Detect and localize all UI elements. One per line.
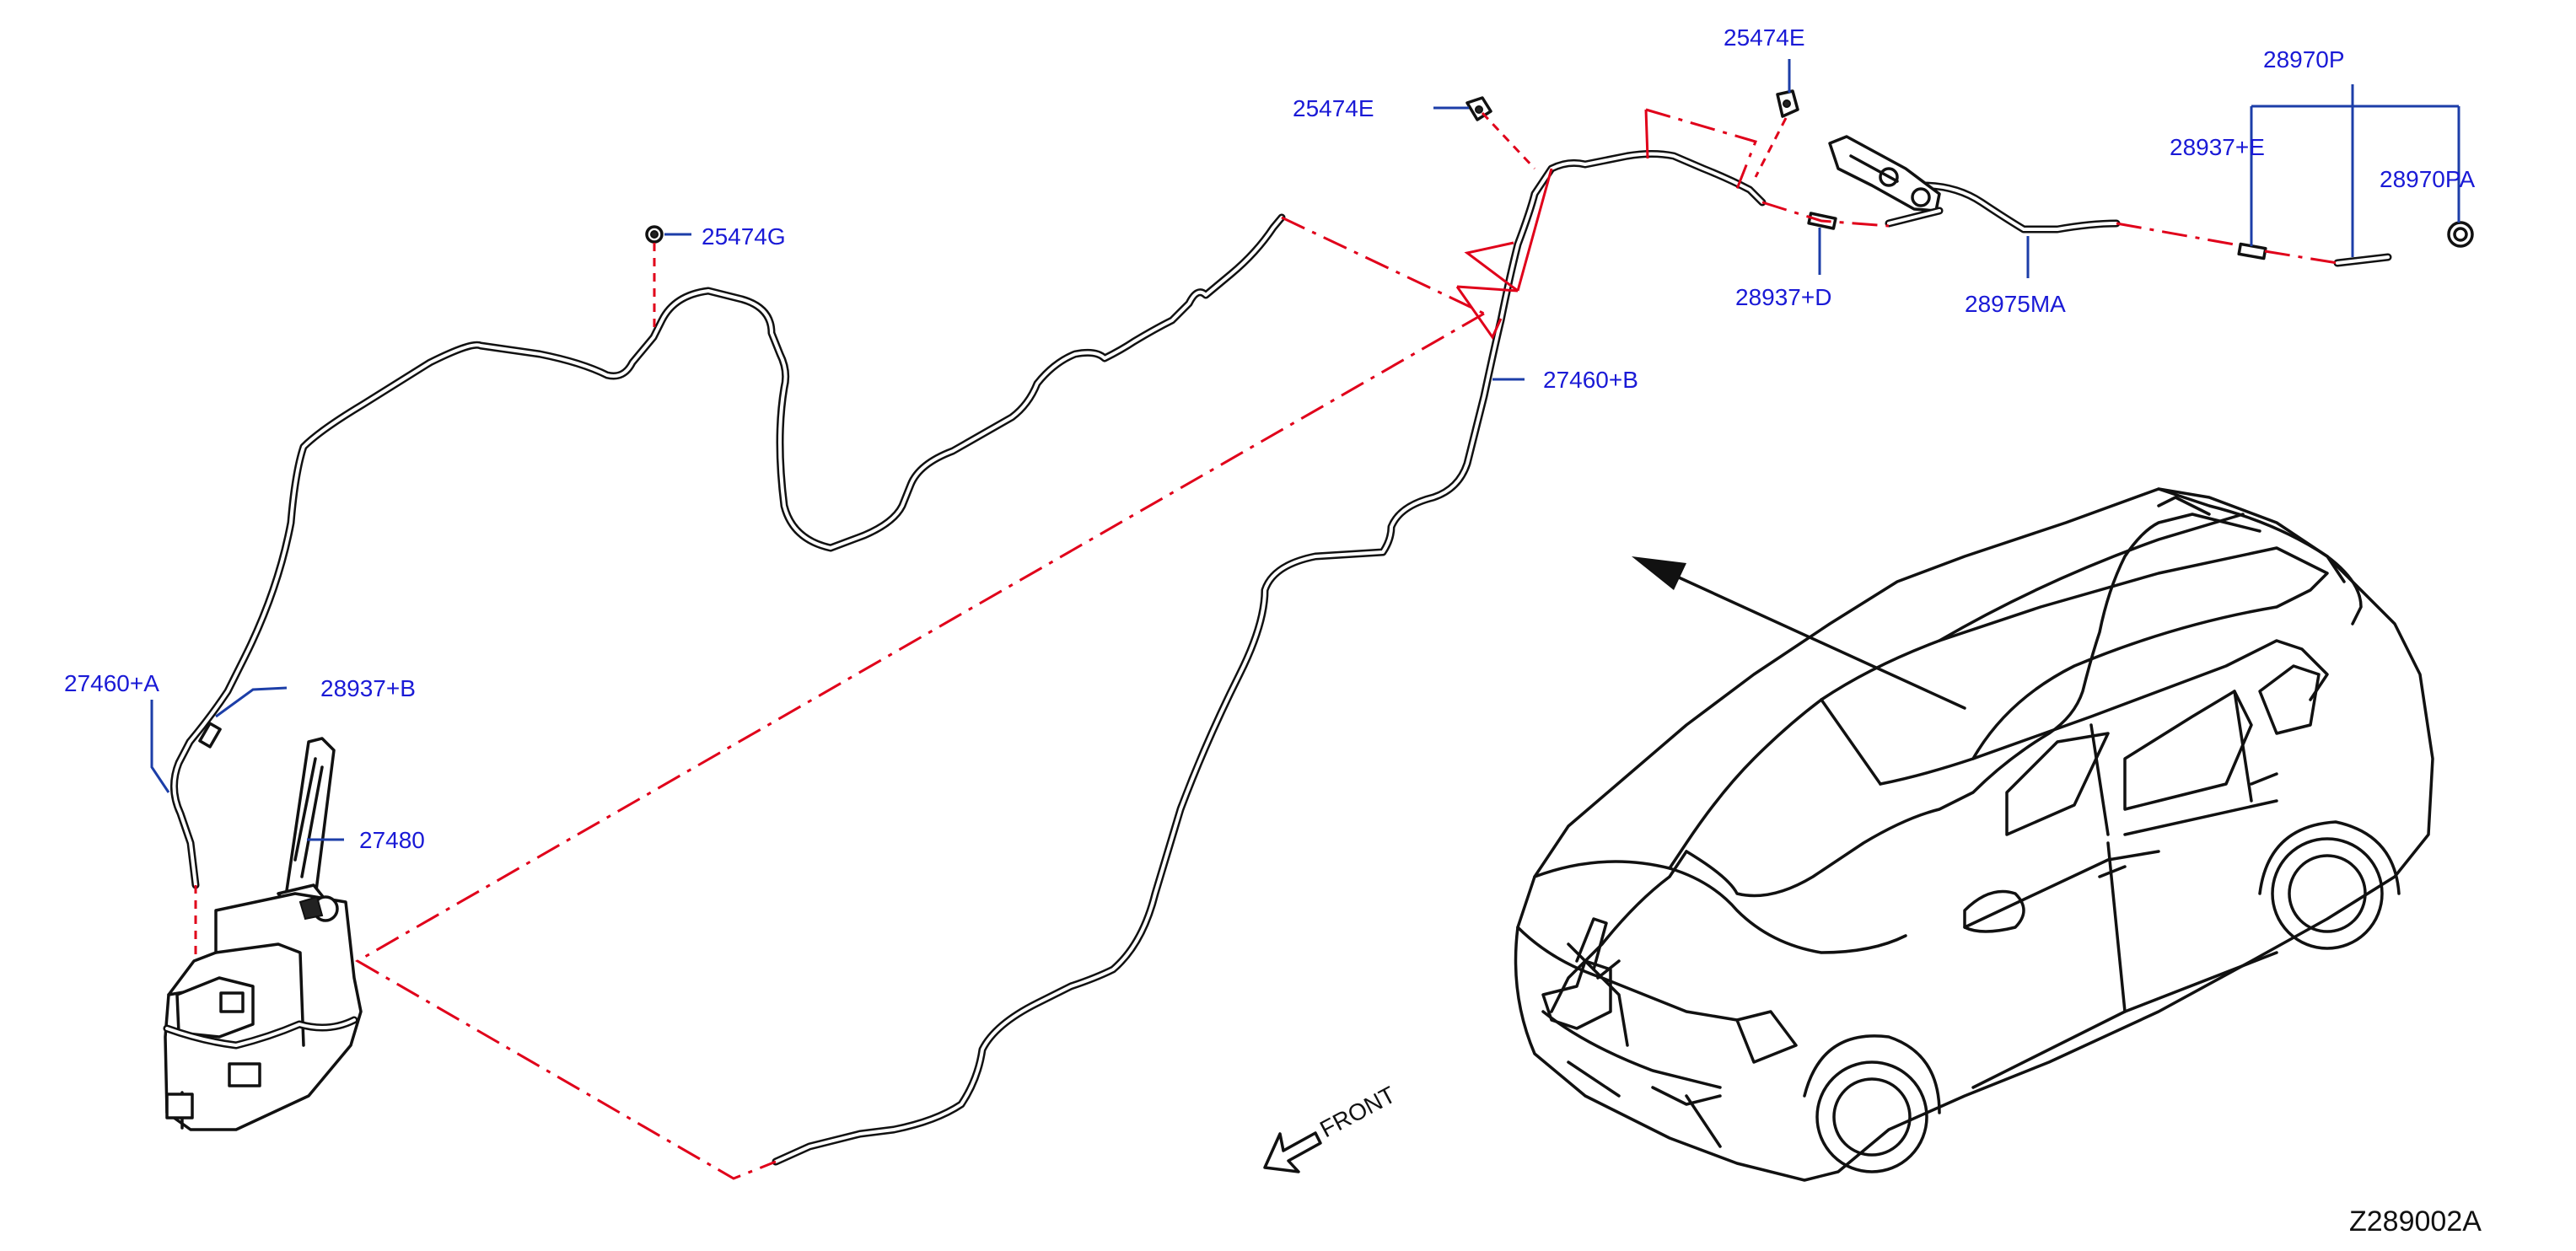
hose-27460-a[interactable]	[170, 213, 1286, 889]
label-28970pa[interactable]: 28970PA	[2380, 166, 2475, 192]
label-27480[interactable]: 27480	[359, 827, 425, 853]
diagram-code: Z289002A	[2349, 1205, 2482, 1238]
label-25474g[interactable]: 25474G	[702, 223, 786, 250]
label-28975ma[interactable]: 28975MA	[1965, 291, 2066, 317]
front-arrow-icon	[1263, 1131, 1322, 1173]
connection-lines	[194, 108, 2338, 1180]
label-28937-e[interactable]: 28937+E	[2170, 134, 2265, 160]
connector-28937-b[interactable]	[198, 722, 222, 749]
label-27460-a[interactable]: 27460+A	[64, 670, 159, 696]
leader-lines	[150, 59, 2460, 841]
connector-28937-e[interactable]	[2237, 242, 2267, 260]
callouts: 25474E 25474E 25474G 27460+A 28937+B 274…	[64, 24, 2475, 853]
clip-25474e-top[interactable]	[1776, 89, 1799, 118]
label-28937-d[interactable]: 28937+D	[1735, 284, 1831, 310]
washer-tank-27480[interactable]	[163, 737, 363, 1131]
vehicle-outline	[1514, 487, 2434, 1182]
rear-washer-nozzle[interactable]	[1828, 135, 1944, 228]
hose-27460-b[interactable]	[772, 150, 1767, 1166]
label-27460-b[interactable]: 27460+B	[1543, 367, 1638, 393]
label-25474e-top[interactable]: 25474E	[1724, 24, 1805, 51]
clip-25474g[interactable]	[645, 225, 664, 244]
grommet-28970pa[interactable]	[2447, 221, 2474, 248]
label-28937-b[interactable]: 28937+B	[320, 675, 416, 701]
label-25474e-left[interactable]: 25474E	[1293, 95, 1374, 121]
pointer-arrow-icon	[1668, 572, 1966, 710]
hose-28975ma[interactable]	[1918, 181, 2121, 234]
label-28970p[interactable]: 28970P	[2263, 46, 2345, 72]
front-indicator: FRONT	[1263, 1082, 1400, 1173]
front-label: FRONT	[1315, 1082, 1400, 1143]
hose-28970p[interactable]	[2333, 253, 2392, 267]
